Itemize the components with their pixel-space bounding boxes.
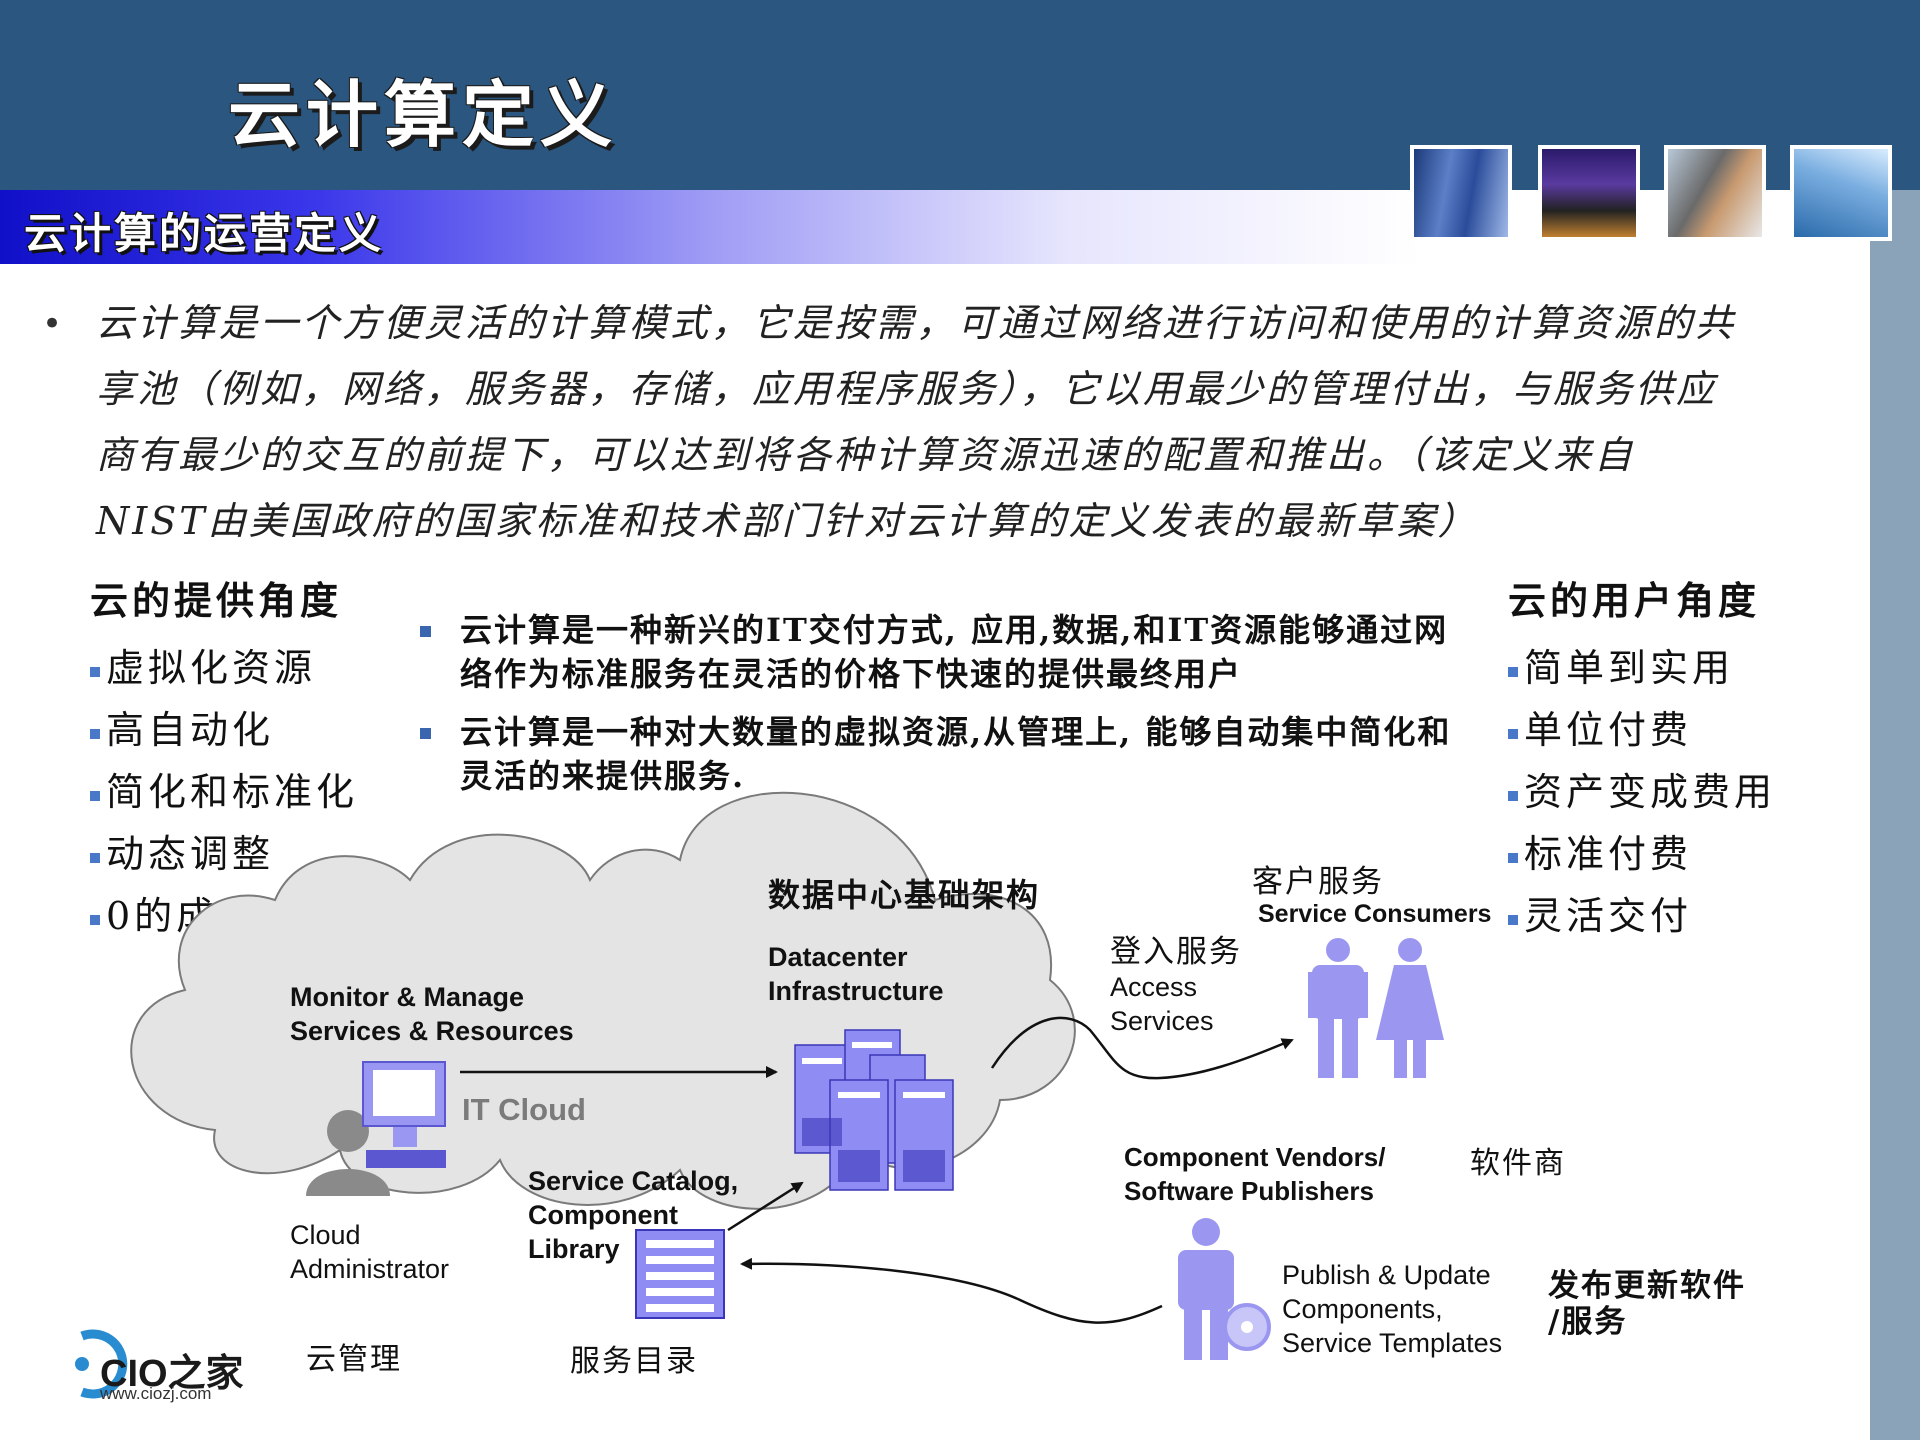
access-cn-label: 登入服务 xyxy=(1110,934,1242,970)
publish-cn-label: 发布更新软件 /服务 xyxy=(1548,1268,1746,1340)
square-bullet-icon xyxy=(1508,914,1518,925)
intro-paragraph: 云计算是一个方便灵活的计算模式，它是按需，可通过网络进行访问和使用的计算资源的共… xyxy=(96,301,1737,543)
admin-label: Cloud Administrator xyxy=(290,1220,450,1284)
datacenter-label: Datacenter Infrastructure xyxy=(768,942,944,1006)
provider-item: 简化和标准化 xyxy=(90,761,358,823)
subtitle-bar xyxy=(0,190,1420,264)
center-point: 云计算是一种对大数量的虚拟资源,从管理上, 能够自动集中简化和灵活的来提供服务. xyxy=(420,710,1460,798)
page-title: 云计算定义 xyxy=(228,72,619,157)
section-subtitle: 云计算的运营定义 xyxy=(24,209,385,258)
photo-person-phone xyxy=(1664,145,1766,241)
user-item: 简单到实用 xyxy=(1508,637,1776,699)
square-bullet-icon xyxy=(90,728,100,739)
publish-arrow xyxy=(740,1257,1163,1324)
vendors-label: Component Vendors/ Software Publishers xyxy=(1124,1142,1386,1206)
user-item: 单位付费 xyxy=(1508,699,1776,761)
publish-label: Publish & Update Components, Service Tem… xyxy=(1282,1260,1503,1358)
datacenter-cn-label: 数据中心基础架构 xyxy=(768,876,1041,914)
user-view-column: 云的用户角度 简单到实用 单位付费 资产变成费用 标准付费 灵活交付 xyxy=(1508,570,1776,947)
software-vendor-icon xyxy=(1178,1218,1271,1360)
monitor-label: Monitor & Manage Services & Resources xyxy=(290,982,574,1046)
user-item: 资产变成费用 xyxy=(1508,761,1776,823)
service-catalog-icon xyxy=(635,1229,725,1319)
cio-logo-icon xyxy=(75,1329,128,1399)
logo-name: CIO之家 xyxy=(100,1353,244,1395)
square-bullet-icon xyxy=(1508,666,1518,677)
bullet-dot: • xyxy=(42,304,63,344)
service-consumers-icon xyxy=(1308,938,1444,1078)
datacenter-servers-icon xyxy=(794,1029,954,1191)
admin-cn-label: 云管理 xyxy=(306,1342,402,1377)
square-bullet-icon xyxy=(420,728,431,739)
square-bullet-icon xyxy=(90,666,100,677)
consumers-label: Service Consumers xyxy=(1258,900,1492,928)
customer-cn-label: 客户服务 xyxy=(1252,864,1384,900)
square-bullet-icon xyxy=(420,626,431,637)
vendors-cn-label: 软件商 xyxy=(1470,1146,1566,1181)
square-bullet-icon xyxy=(1508,728,1518,739)
center-point: 云计算是一种新兴的IT交付方式, 应用,数据,和IT资源能够通过网络作为标准服务… xyxy=(420,608,1460,696)
square-bullet-icon xyxy=(90,790,100,801)
catalog-cn-label: 服务目录 xyxy=(570,1344,698,1379)
provider-item: 高自动化 xyxy=(90,699,358,761)
logo-url: www.ciozj.com xyxy=(100,1384,212,1403)
photo-skyscraper xyxy=(1790,145,1892,241)
cloud-administrator-icon xyxy=(306,1061,446,1196)
provider-item: 动态调整 xyxy=(90,823,358,885)
provider-view-heading: 云的提供角度 xyxy=(90,578,343,623)
catalog-arrow xyxy=(727,1181,804,1232)
access-label: Access Services xyxy=(1110,972,1214,1036)
user-item: 标准付费 xyxy=(1508,823,1776,885)
user-item: 灵活交付 xyxy=(1508,885,1776,947)
user-view-heading: 云的用户角度 xyxy=(1508,578,1761,623)
photo-building-blue xyxy=(1410,145,1512,241)
access-arrow xyxy=(990,1016,1294,1080)
it-cloud-label: IT Cloud xyxy=(462,1092,586,1127)
square-bullet-icon xyxy=(1508,790,1518,801)
square-bullet-icon xyxy=(90,914,100,925)
photo-city-night xyxy=(1538,145,1640,241)
square-bullet-icon xyxy=(1508,852,1518,863)
center-points: 云计算是一种新兴的IT交付方式, 应用,数据,和IT资源能够通过网络作为标准服务… xyxy=(420,608,1460,812)
provider-item: 虚拟化资源 xyxy=(90,637,358,699)
right-decor-strip xyxy=(1870,190,1920,1440)
square-bullet-icon xyxy=(90,852,100,863)
catalog-label: Service Catalog, Component Library xyxy=(528,1166,739,1264)
